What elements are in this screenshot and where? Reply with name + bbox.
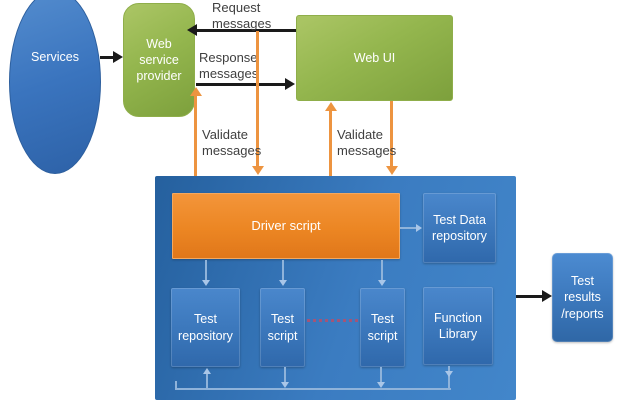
response-messages-label: Response messages [199,50,259,81]
request-arrow-line [197,29,296,32]
test-data-repository-node: Test Data repository [423,193,496,263]
driver-to-testscript2-arrowhead-icon [378,280,386,286]
framework-to-results-arrow-line [516,295,542,298]
validate-messages-left-label: Validate messages [202,127,262,158]
validate-arrow-up-right-head-icon [325,102,337,111]
validate-arrow-up-right-line [329,110,332,176]
web-ui-label: Web UI [353,50,396,65]
test-repository-node: Test repository [171,288,240,367]
test-results-node: Test results /reports [552,253,613,342]
validate-arrow-up-left-line [194,95,197,176]
testrepo-bottom-stub-line [206,373,208,389]
driver-to-testdata-arrowhead-icon [416,224,422,232]
test-script-1-node: Test script [260,288,305,367]
functionlibrary-bottom-stub-line [448,366,450,389]
services-to-provider-arrowhead-icon [113,51,123,63]
validate-arrow-down-right-line [390,101,393,166]
response-arrowhead-icon [285,78,295,90]
framework-to-results-arrowhead-icon [542,290,552,302]
driver-script-node: Driver script [172,193,400,259]
testscript1-bottom-stub-line [284,367,286,383]
bottom-connector-corner-stub [175,381,177,389]
driver-to-testscript1-connector-line [282,260,284,280]
web-service-provider-label: Web service provider [136,36,182,84]
validate-messages-right-label: Validate messages [337,127,397,158]
driver-to-testrepo-arrowhead-icon [202,280,210,286]
bottom-connector-hline [175,388,451,390]
driver-script-label: Driver script [251,217,321,233]
services-to-provider-arrow-line [100,56,114,59]
driver-to-testdata-connector-line [400,227,416,229]
test-repository-label: Test repository [178,312,233,343]
testscript1-down-arrowhead-icon [281,382,289,388]
web-ui-node: Web UI [296,15,453,101]
services-label: Services [31,49,79,64]
function-library-label: Function Library [434,310,482,341]
driver-to-testscript2-connector-line [381,260,383,280]
validate-arrow-down-right-head-icon [386,166,398,175]
test-script-1-label: Test script [267,312,298,343]
testrepo-up-arrowhead-icon [203,368,211,374]
testscript2-down-arrowhead-icon [377,382,385,388]
request-messages-label: Request messages [212,0,272,31]
web-service-provider-node: Web service provider [123,3,195,117]
validate-arrow-down-left-line [256,31,259,166]
driver-to-testrepo-connector-line [205,260,207,280]
test-script-2-label: Test script [367,312,398,343]
test-script-dotted-link [307,319,358,322]
request-arrowhead-icon [187,24,197,36]
test-data-repository-label: Test Data repository [432,212,487,243]
driver-to-testscript1-arrowhead-icon [279,280,287,286]
function-library-node: Function Library [423,287,493,365]
functionlibrary-down-arrowhead-icon [445,371,453,377]
test-script-2-node: Test script [360,288,405,367]
validate-arrow-up-left-head-icon [190,87,202,96]
response-arrow-line [196,83,285,86]
validate-arrow-down-left-head-icon [252,166,264,175]
testscript2-bottom-stub-line [380,367,382,383]
services-node: Services [9,0,101,174]
test-results-label: Test results /reports [561,274,604,321]
